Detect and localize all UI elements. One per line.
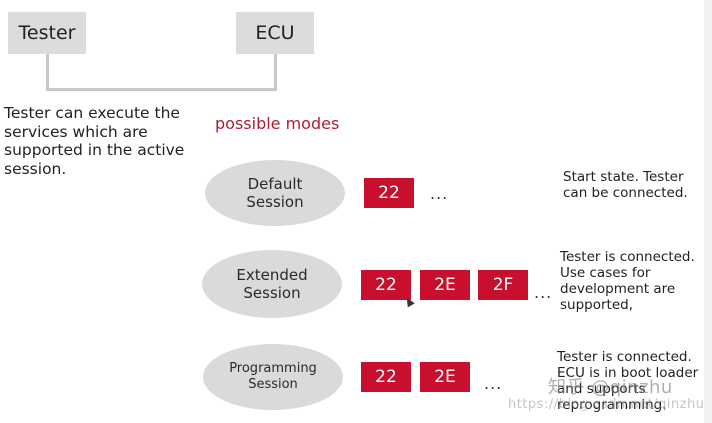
note-line: ECU is in boot loader: [557, 365, 699, 381]
session-name-line: Extended: [236, 266, 308, 284]
session-name-line: Session: [248, 377, 298, 392]
tester-description-line: Tester can execute the: [4, 104, 180, 122]
more-services-ellipsis: ...: [430, 184, 449, 203]
session-name-line: Session: [246, 193, 304, 211]
session-name-line: Session: [243, 284, 301, 302]
ecu-connector-vertical: [274, 54, 277, 91]
tester-description: Tester can execute the services which ar…: [4, 104, 204, 178]
service-2e-badge: 2E: [420, 362, 470, 392]
note-line: Tester is connected.: [560, 249, 695, 265]
tester-box: Tester: [8, 12, 86, 54]
programming-session-note: Tester is connected. ECU is in boot load…: [557, 349, 702, 413]
zhihu-watermark: 知乎 @qinzhu: [548, 377, 673, 398]
extended-session-note: Tester is connected. Use cases for devel…: [560, 249, 705, 313]
note-line: development are: [560, 281, 676, 297]
programming-session-ellipse: Programming Session: [203, 344, 343, 410]
more-services-ellipsis: ...: [484, 374, 503, 393]
default-session-ellipse: Default Session: [205, 160, 345, 226]
ecu-box-label: ECU: [255, 22, 295, 44]
service-22-badge: 22: [364, 178, 414, 208]
service-22-badge: 22: [361, 362, 411, 392]
tester-description-line: services which are: [4, 122, 148, 141]
more-services-ellipsis: ...: [534, 283, 553, 302]
note-line: Tester is connected.: [557, 349, 692, 365]
service-22-badge: 22: [361, 270, 411, 300]
ecu-box: ECU: [236, 12, 314, 54]
connector-horizontal: [46, 88, 277, 91]
service-2e-badge: 2E: [420, 270, 470, 300]
note-line: Use cases for: [560, 265, 651, 281]
possible-modes-title: possible modes: [215, 114, 340, 133]
extended-session-ellipse: Extended Session: [202, 250, 342, 318]
tester-connector-vertical: [46, 54, 49, 91]
service-2f-badge: 2F: [478, 270, 528, 300]
default-session-note: Start state. Tester can be connected.: [563, 169, 703, 201]
session-name-line: Default: [247, 175, 303, 193]
note-line: and supports: [557, 381, 646, 397]
mouse-cursor-icon: [403, 295, 415, 308]
session-name-line: Programming: [229, 361, 317, 376]
note-line: can be connected.: [563, 185, 688, 201]
tester-description-line: session.: [4, 159, 67, 178]
right-edge-bar: [704, 0, 712, 423]
tester-description-line: supported in the active: [4, 141, 185, 159]
note-line: Start state. Tester: [563, 169, 684, 185]
tester-box-label: Tester: [18, 22, 76, 44]
blog-url-watermark: https://blog.csdn.net/qinzhu: [508, 397, 705, 412]
note-line: reprogramming.: [557, 397, 667, 413]
note-line: supported,: [560, 297, 633, 313]
